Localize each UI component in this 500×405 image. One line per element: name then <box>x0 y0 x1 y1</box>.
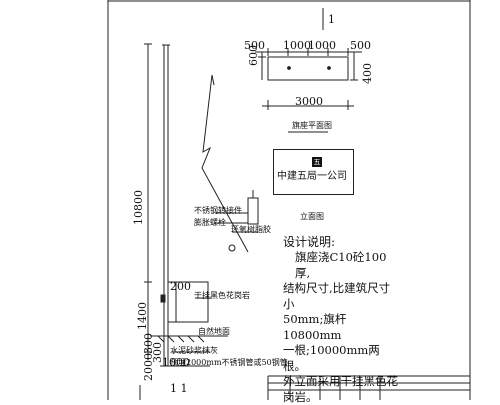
notes-body: 旗座浇C10砼100厚, 结构尺寸,比建筑尺寸小 50mm;旗杆10800mm … <box>283 250 401 405</box>
plan-dim-3000: 3000 <box>295 96 323 107</box>
notes-line: 外立面采用干挂黑色花 <box>283 374 401 390</box>
section-marker-bottom: 1 1 <box>170 383 188 394</box>
label-ring-hinge: 环氧树脂胶 <box>231 226 271 234</box>
notes-line: 结构尺寸,比建筑尺寸小 <box>283 281 401 312</box>
plan-dim-1000-a: 1000 <box>283 40 311 51</box>
plan-dim-400: 400 <box>362 63 373 84</box>
label-natural-ground: 自然地面 <box>198 328 230 336</box>
plan-dim-1000-b: 1000 <box>308 40 336 51</box>
label-granite: 干挂黑色花岗岩 <box>194 292 250 300</box>
sign-text: 中建五局一公司 <box>277 172 347 182</box>
plan-caption: 旗座平面图 <box>292 122 332 130</box>
plan-rectangle <box>268 57 348 80</box>
notes-line: 50mm;旗杆10800mm <box>283 312 401 343</box>
dim-200: 200 <box>170 281 191 292</box>
label-cement-mortar: 水泥砂浆抹灰 <box>170 347 218 355</box>
dim-1400: 1400 <box>137 302 148 330</box>
notes-line: 旗座浇C10砼100厚, <box>283 250 401 281</box>
company-logo: 五 <box>312 157 322 167</box>
pole-height-dim: 10800 <box>133 190 144 225</box>
elevation-caption: 立面图 <box>300 213 324 221</box>
plan-dim-500-right: 500 <box>350 40 371 51</box>
section-marker-top: 1 <box>328 14 335 25</box>
plan-dim-600: 600 <box>248 45 259 66</box>
label-stainless-connector: 不锈钢转接件 <box>194 207 242 215</box>
notes-line: 一根;10000mm两根。 <box>283 343 401 374</box>
label-embedded-pipe: 预埋2000mm不锈钢管或50钢管 <box>170 359 288 367</box>
notes-line: 岗岩。 <box>283 390 401 405</box>
label-expansion-bolt: 膨胀螺栓 <box>194 219 226 227</box>
notes-title: 设计说明: <box>283 236 335 248</box>
